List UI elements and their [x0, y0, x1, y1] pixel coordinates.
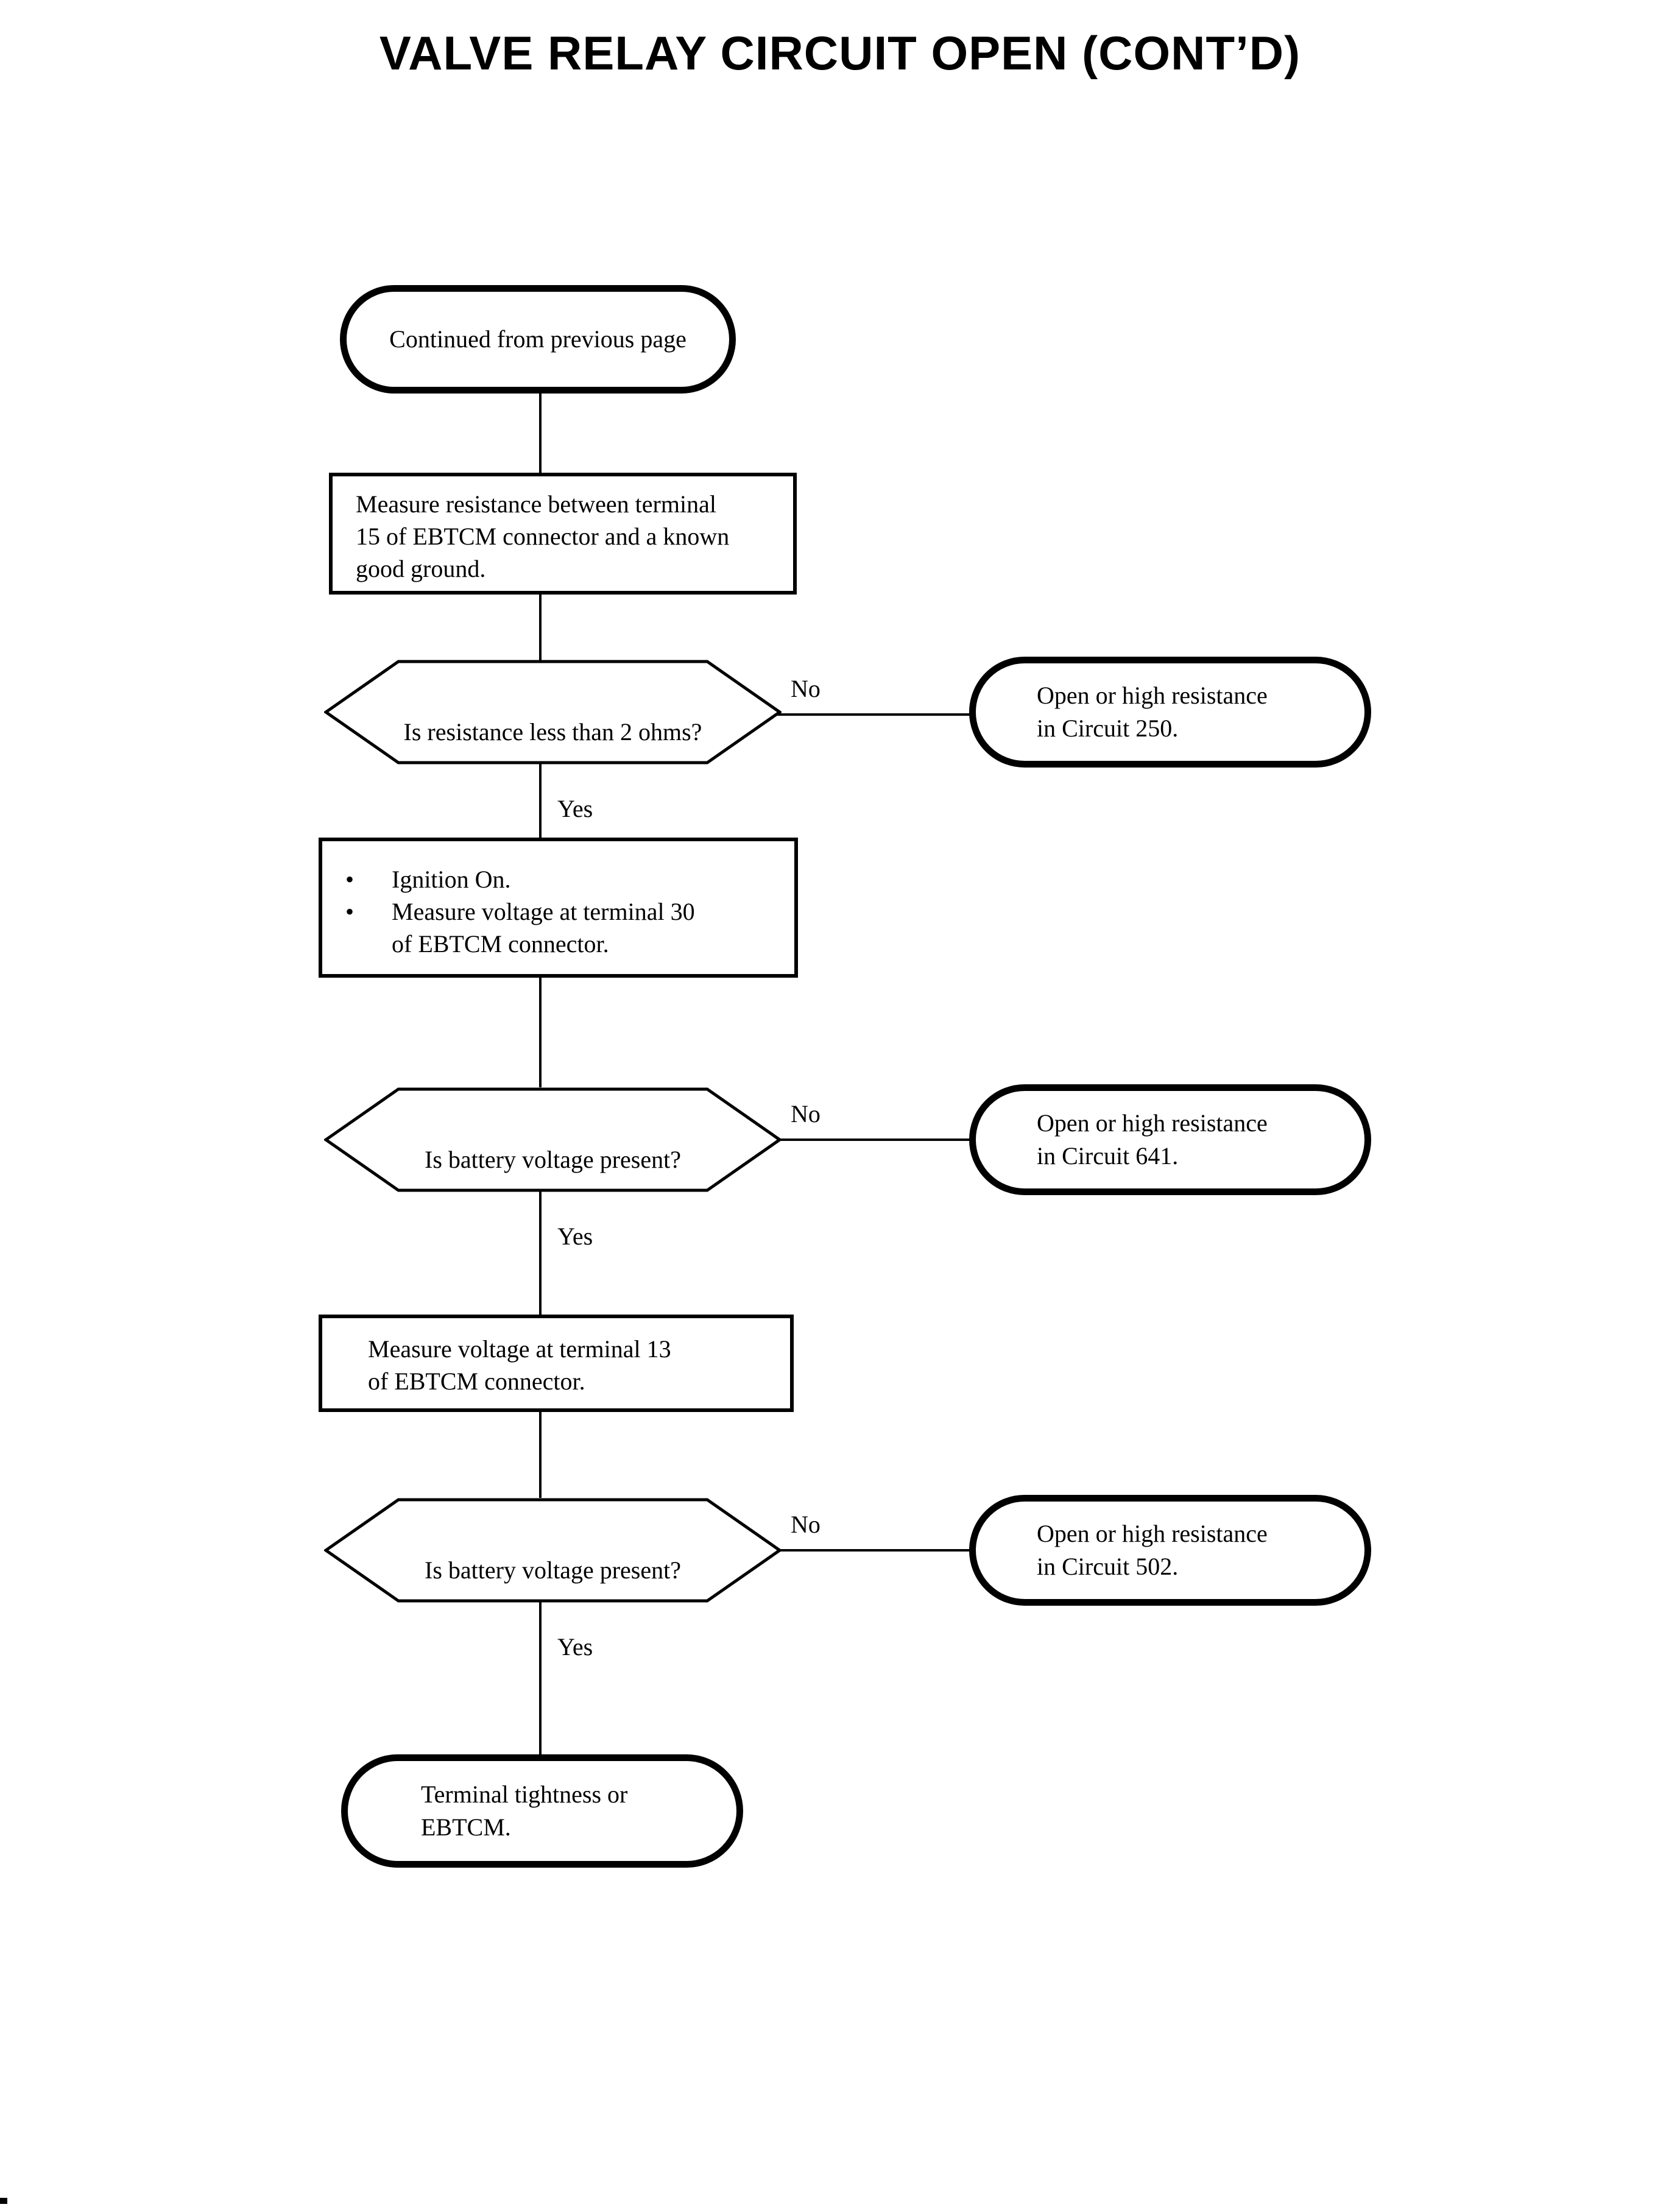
yes-label-2: Yes [557, 1223, 593, 1250]
yes-label-1: Yes [557, 795, 593, 822]
bullet-item-continuation: of EBTCM connector. [345, 928, 794, 960]
terminator-circuit-502: Open or high resistance in Circuit 502. [969, 1495, 1371, 1606]
terminator-continued-label: Continued from previous page [389, 325, 686, 353]
yes-label-3: Yes [557, 1633, 593, 1661]
connector-decision3-no [777, 1549, 972, 1552]
process-measure-resistance: Measure resistance between terminal 15 o… [329, 473, 797, 595]
terminator-circuit-502-line: in Circuit 502. [1037, 1553, 1179, 1580]
process-voltage-13: Measure voltage at terminal 13 of EBTCM … [319, 1315, 794, 1412]
terminator-circuit-250-line: Open or high resistance [1037, 682, 1268, 709]
connector-decision1-yes [539, 761, 542, 838]
decision-battery-voltage-2: Is battery voltage present? [324, 1498, 782, 1603]
process-line: Measure resistance between terminal [356, 490, 716, 518]
decision-battery-voltage-1: Is battery voltage present? [324, 1087, 782, 1192]
connector-decision2-no [777, 1139, 972, 1141]
connector-decision2-yes [539, 1189, 542, 1315]
no-label-3: No [791, 1511, 821, 1538]
terminator-circuit-502-line: Open or high resistance [1037, 1520, 1268, 1547]
bullet-item: • Measure voltage at terminal 30 [345, 895, 794, 928]
connector-step1-to-decision1 [539, 591, 542, 663]
process-line: good ground. [356, 554, 486, 582]
terminator-end-line: EBTCM. [421, 1813, 511, 1841]
terminator-end-line: Terminal tightness or [421, 1781, 628, 1808]
decision-battery-voltage-1-label: Is battery voltage present? [425, 1145, 681, 1173]
terminator-circuit-641-line: Open or high resistance [1037, 1109, 1268, 1137]
bullet-glyph: • [345, 897, 355, 925]
scan-artifact [0, 2198, 7, 2204]
hexagon-shape [324, 660, 782, 764]
terminator-circuit-641-line: in Circuit 641. [1037, 1142, 1179, 1170]
process-line: of EBTCM connector. [368, 1368, 585, 1395]
bullet-glyph: • [345, 865, 355, 893]
page-title: VALVE RELAY CIRCUIT OPEN (CONT’D) [379, 26, 1301, 80]
terminator-continued: Continued from previous page [340, 285, 736, 394]
process-ignition-voltage-30: • Ignition On. • Measure voltage at term… [319, 838, 798, 978]
no-label-2: No [791, 1100, 821, 1128]
bullet-text: Ignition On. [392, 865, 511, 893]
connector-step2-to-decision2 [539, 974, 542, 1087]
process-line: 15 of EBTCM connector and a known [356, 522, 730, 550]
terminator-circuit-250-line: in Circuit 250. [1037, 715, 1179, 742]
bullet-text: Measure voltage at terminal 30 [392, 897, 695, 925]
bullet-text: of EBTCM connector. [392, 930, 609, 958]
connector-step3-to-decision3 [539, 1408, 542, 1498]
decision-resistance: Is resistance less than 2 ohms? [324, 660, 782, 764]
decision-resistance-label: Is resistance less than 2 ohms? [403, 718, 702, 746]
connector-decision1-no [777, 713, 972, 716]
terminator-end: Terminal tightness or EBTCM. [341, 1754, 743, 1868]
terminator-circuit-641: Open or high resistance in Circuit 641. [969, 1084, 1371, 1195]
process-line: Measure voltage at terminal 13 [368, 1335, 671, 1363]
connector-decision3-yes [539, 1600, 542, 1758]
no-label-1: No [791, 675, 821, 702]
decision-battery-voltage-2-label: Is battery voltage present? [425, 1556, 681, 1584]
bullet-spacer [345, 928, 392, 960]
terminator-circuit-250: Open or high resistance in Circuit 250. [969, 657, 1371, 768]
connector-start-to-step1 [539, 390, 542, 475]
bullet-item: • Ignition On. [345, 863, 794, 895]
